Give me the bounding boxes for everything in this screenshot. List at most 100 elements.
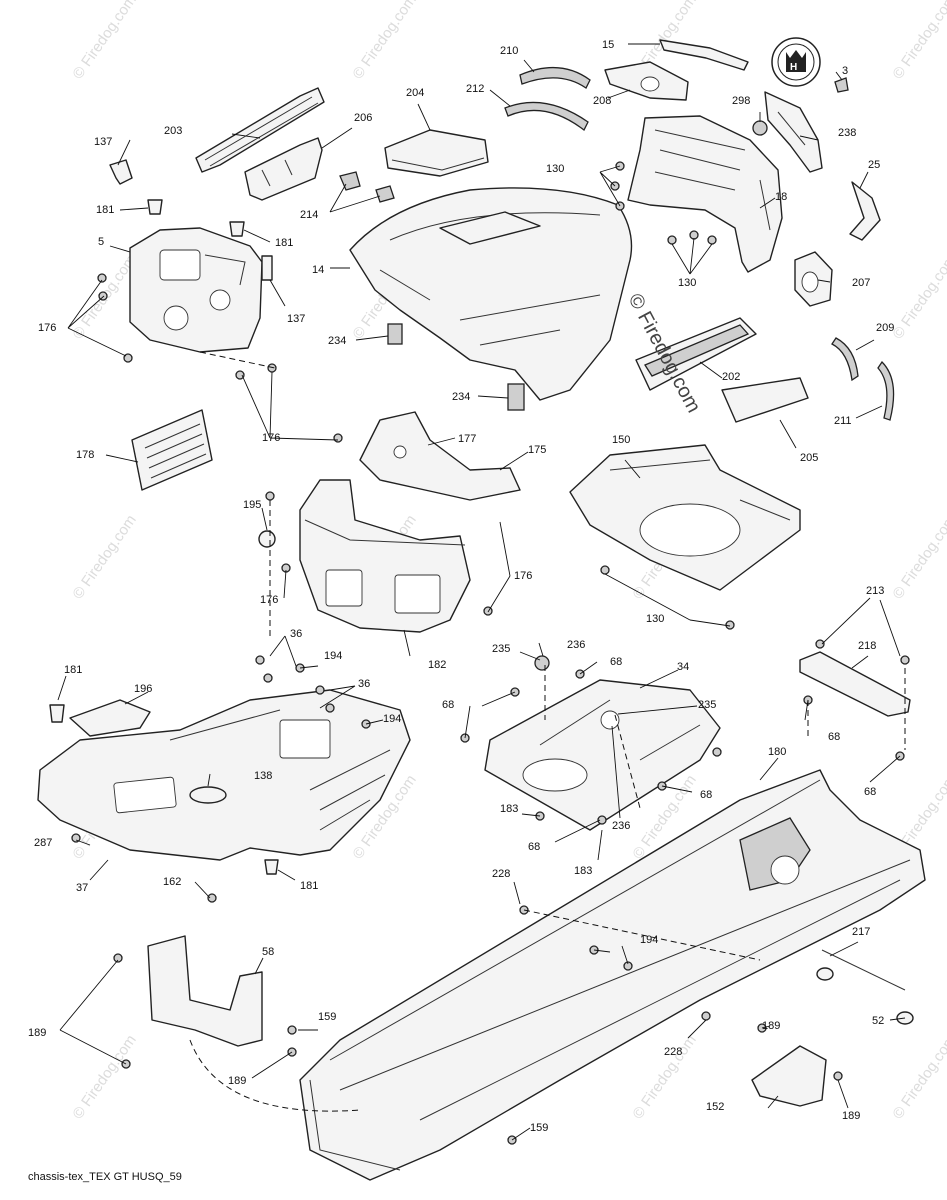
callout-152: 152 [706, 1101, 724, 1113]
callout-238: 238 [838, 127, 856, 139]
callout-214: 214 [300, 209, 318, 221]
leader-lines [57, 43, 906, 1141]
svg-text:H: H [790, 62, 797, 73]
watermark-text: © Firedog.com [69, 0, 139, 82]
callout-207: 207 [852, 277, 870, 289]
watermark-text: © Firedog.com [889, 512, 947, 603]
callout-150: 150 [612, 434, 630, 446]
callout-18: 18 [775, 191, 787, 203]
part-181-grommet [49, 704, 65, 723]
part-210-strip [519, 66, 591, 89]
part-182-dash-body [299, 479, 471, 633]
callout-137: 137 [287, 313, 305, 325]
callout-181: 181 [275, 237, 293, 249]
callout-213: 213 [866, 585, 884, 597]
diagram-caption: chassis-tex_TEX GT HUSQ_59 [28, 1171, 182, 1183]
callout-180: 180 [768, 746, 786, 758]
callout-52: 52 [872, 1015, 884, 1027]
callout-14: 14 [312, 264, 324, 276]
part-37-footrest-plate [37, 689, 411, 861]
callout-181: 181 [300, 880, 318, 892]
part-152-cover [751, 1045, 827, 1107]
callout-234: 234 [328, 335, 346, 347]
callout-130: 130 [546, 163, 564, 175]
callout-206: 206 [354, 112, 372, 124]
callout-212: 212 [466, 83, 484, 95]
callout-189: 189 [228, 1075, 246, 1087]
part-138-bushing [189, 786, 227, 804]
callout-236: 236 [612, 820, 630, 832]
part-204-fuel-cover [384, 129, 489, 177]
part-211-strip [877, 360, 895, 421]
callout-130: 130 [646, 613, 664, 625]
callout-183: 183 [500, 803, 518, 815]
callout-196: 196 [134, 683, 152, 695]
callout-194: 194 [324, 650, 342, 662]
watermark-text: © Firedog.com [69, 1032, 139, 1123]
callout-68: 68 [442, 699, 454, 711]
part-34-mounting-plate [484, 679, 721, 831]
part-58-bracket [147, 935, 263, 1047]
callout-68: 68 [610, 656, 622, 668]
callout-189: 189 [762, 1020, 780, 1032]
part-205-panel [721, 377, 809, 423]
callout-205: 205 [800, 452, 818, 464]
callout-210: 210 [500, 45, 518, 57]
part-195-plug [258, 530, 276, 548]
part-217-rod [821, 949, 906, 991]
callout-68: 68 [828, 731, 840, 743]
part-202-front-grille [635, 317, 757, 391]
watermark-text: © Firedog.com [889, 0, 947, 82]
callout-181: 181 [64, 664, 82, 676]
part-180-main-frame [299, 769, 926, 1181]
part-238-side-panel [764, 91, 823, 173]
callout-181: 181 [96, 204, 114, 216]
watermark-text: © Firedog.com [889, 252, 947, 343]
part-209-strip [831, 337, 859, 382]
callout-176: 176 [514, 570, 532, 582]
callout-25: 25 [868, 159, 880, 171]
callout-203: 203 [164, 125, 182, 137]
callout-162: 162 [163, 876, 181, 888]
part-137-clip [261, 255, 273, 281]
callout-5: 5 [98, 236, 104, 248]
callout-208: 208 [593, 95, 611, 107]
callout-177: 177 [458, 433, 476, 445]
part-150-footwell-tray [569, 444, 801, 591]
callout-218: 218 [858, 640, 876, 652]
callout-68: 68 [864, 786, 876, 798]
part-181-grommet [229, 221, 245, 237]
callout-176: 176 [38, 322, 56, 334]
callout-202: 202 [722, 371, 740, 383]
part-206-bracket [244, 137, 323, 201]
callout-194: 194 [640, 934, 658, 946]
watermark-text: © Firedog.com [889, 1032, 947, 1123]
callout-175: 175 [528, 444, 546, 456]
part-14-hood [349, 187, 633, 401]
callout-204: 204 [406, 87, 424, 99]
callout-228: 228 [664, 1046, 682, 1058]
bolt-group [71, 161, 910, 1145]
watermark-text: © Firedog.com [349, 0, 419, 82]
callout-34: 34 [677, 661, 689, 673]
callout-176: 176 [262, 432, 280, 444]
part-207-headlight-housing [794, 251, 833, 307]
part-15-trim [659, 39, 749, 71]
part-178-vent-grille [131, 409, 213, 491]
part-181-grommet [264, 859, 279, 875]
part-18-front-nose [627, 115, 783, 273]
callout-15: 15 [602, 39, 614, 51]
part-52-bushing [816, 967, 834, 981]
part-196-pedal-pad [69, 699, 151, 737]
callout-211: 211 [834, 415, 852, 427]
callout-68: 68 [700, 789, 712, 801]
part-181-grommet [147, 199, 163, 215]
callout-178: 178 [76, 449, 94, 461]
callout-68: 68 [528, 841, 540, 853]
part-218-bar [799, 651, 911, 717]
callout-228: 228 [492, 868, 510, 880]
part-298-washer [752, 120, 768, 136]
husqvarna-crown-logo: H [771, 37, 821, 87]
callout-58: 58 [262, 946, 274, 958]
